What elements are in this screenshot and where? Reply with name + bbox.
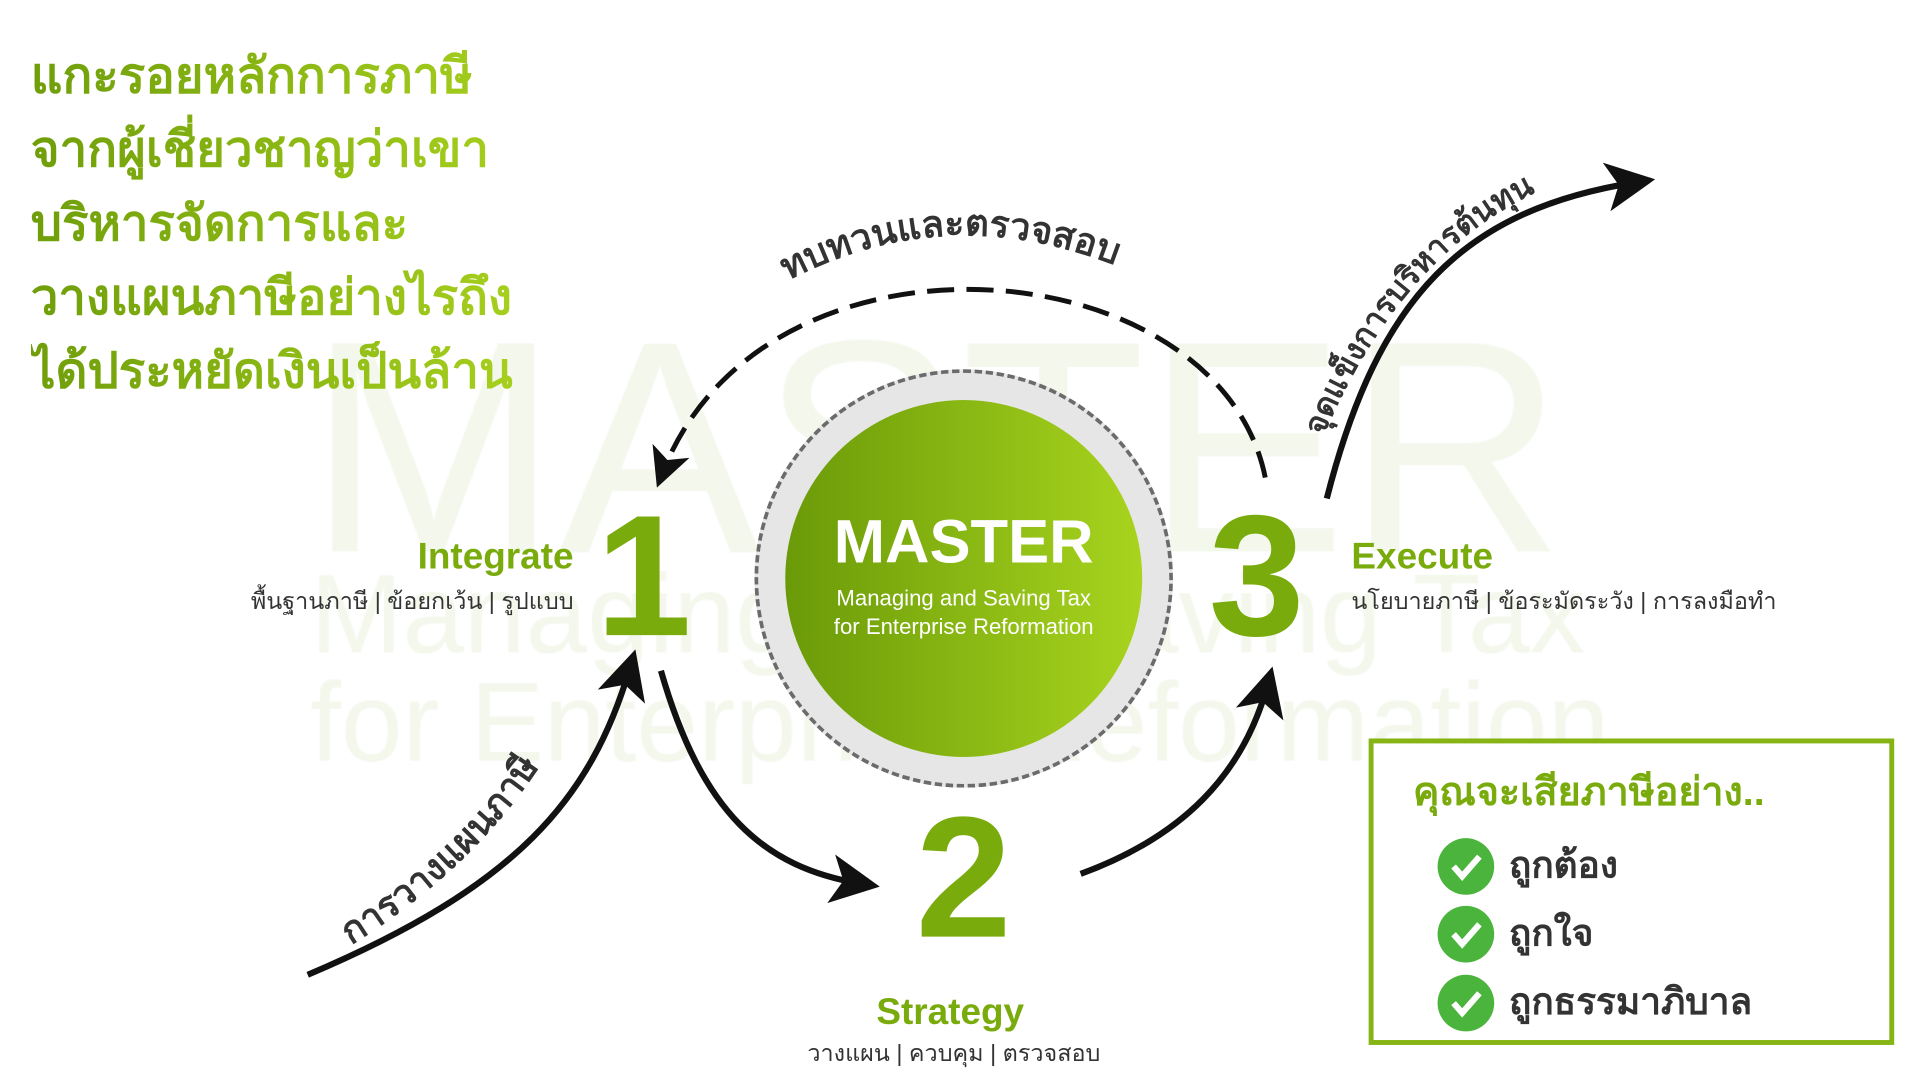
step-3-sub: นโยบายภาษี | ข้อระมัดระวัง | การลงมือทำ [1351,589,1777,616]
center-sub1: Managing and Saving Tax [836,585,1091,611]
tax-outcome-box: คุณจะเสียภาษีอย่าง.. ถูกต้อง ถูกใจ ถูกธร… [1368,738,1895,1045]
planning-label: การวางแผนภาษี [333,747,546,952]
strength-arrow [1323,162,1656,500]
step-1-number: 1 [595,478,692,673]
headline-line: วางแผนภาษีอย่างไรถึง [31,261,513,335]
item-label: ถูกธรรมาภิบาล [1508,982,1753,1023]
to-execute-arrow [1079,666,1284,877]
strength-label: จุดแข็งการบริหารต้นทุน [1297,166,1539,440]
headline-line: จากผู้เชี่ยวชาญว่าเขา [31,113,513,187]
step-3-number: 3 [1208,478,1305,673]
headline-line: บริหารจัดการและ [31,187,513,261]
item-label: ถูกต้อง [1508,845,1618,887]
step-1-sub: พื้นฐานภาษี | ข้อยกเว้น | รูปแบบ [250,589,574,616]
check-icon [1437,837,1495,895]
center-sub2: for Enterprise Reformation [833,614,1094,639]
center-title: MASTER [833,507,1094,577]
check-icon [1437,974,1495,1031]
step-2-title: Strategy [876,992,1025,1033]
list-item: ถูกใจ [1437,905,1594,963]
box-title: คุณจะเสียภาษีอย่าง.. [1412,769,1765,814]
center-circle: MASTER Managing and Saving Tax for Enter… [785,400,1143,757]
headline-line: ได้ประหยัดเงินเป็นล้าน [31,335,513,409]
check-icon [1437,905,1495,962]
review-label: ทบทวนและตรวจสอบ [773,202,1126,287]
step-3-title: Execute [1351,536,1494,578]
headline: แกะรอยหลักการภาษี จากผู้เชี่ยวชาญว่าเขา … [31,39,513,408]
step-2-sub: วางแผน | ควบคุม | ตรวจสอบ [807,1041,1101,1068]
review-arrow [652,287,1268,488]
item-label: ถูกใจ [1508,913,1594,954]
planning-arrow [306,649,646,978]
headline-line: แกะรอยหลักการภาษี [31,39,513,113]
list-item: ถูกธรรมาภิบาล [1437,974,1753,1032]
to-strategy-arrow [657,669,880,904]
list-item: ถูกต้อง [1437,837,1618,895]
step-2-number: 2 [915,780,1012,974]
step-1-title: Integrate [417,536,574,578]
